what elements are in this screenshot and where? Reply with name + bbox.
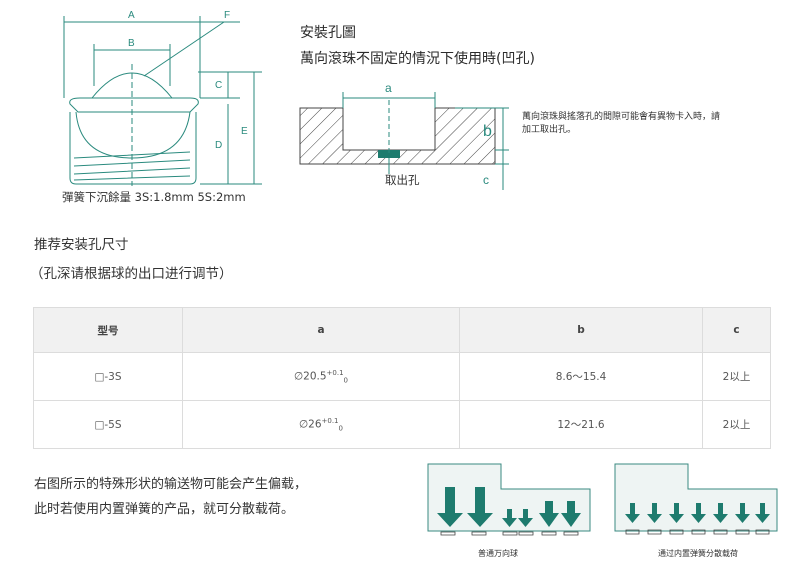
cell-model: □-5S — [33, 400, 183, 449]
dim-c-label: C — [215, 80, 222, 91]
col-header-a: a — [182, 307, 460, 353]
spring-ball-illustration — [614, 463, 778, 535]
install-subtitle: 萬向滾珠不固定的情況下使用時(凹孔) — [300, 51, 535, 67]
load-text: 右图所示的特殊形状的输送物可能会产生偏载， 此时若使用内置弹簧的产品，就可分散载… — [34, 477, 308, 517]
install-note: 萬向滾珠與搖落孔的間隙可能會有異物卡入時，請加工取出孔。 — [522, 112, 721, 135]
cell-c: 2以上 — [702, 352, 771, 401]
col-header-b: b — [459, 307, 703, 353]
cell-b: 8.6～15.4 — [459, 352, 703, 401]
dim-a-label: A — [128, 10, 135, 21]
install-title: 安裝孔圖 — [300, 25, 356, 41]
install-label-a: a — [385, 81, 392, 95]
col-header-c: c — [702, 307, 771, 353]
recommend-subtitle: （孔深请根据球的出口进行调节） — [30, 266, 233, 282]
standard-ball-illustration — [427, 463, 591, 536]
cell-b: 12～21.6 — [459, 400, 703, 449]
col-header-model: 型号 — [33, 307, 183, 353]
caption-spring: 通过内置弹簧分散载荷 — [658, 549, 738, 558]
ball-transfer-drawing: A B F C D E — [63, 10, 262, 186]
recommend-title: 推荐安装孔尺寸 — [34, 237, 129, 253]
extraction-hole-label: 取出孔 — [385, 173, 420, 187]
dim-d-label: D — [215, 140, 222, 151]
table-row: □-3S ∅20.5+0.10 8.6～15.4 2以上 — [33, 352, 771, 401]
dim-f-label: F — [224, 10, 230, 21]
cell-model: □-3S — [33, 352, 183, 401]
table-header-row: 型号 a b c — [33, 307, 771, 353]
cell-a: ∅26+0.10 — [182, 400, 460, 449]
caption-standard: 普通万向球 — [478, 549, 518, 558]
dim-e-label: E — [241, 126, 248, 137]
table-row: □-5S ∅26+0.10 12～21.6 2以上 — [33, 400, 771, 449]
hole-size-table: 型号 a b c □-3S ∅20.5+0.10 8.6～15.4 2以上 □-… — [33, 307, 771, 449]
cell-a: ∅20.5+0.10 — [182, 352, 460, 401]
install-hole-drawing: a b c — [299, 81, 509, 190]
cell-c: 2以上 — [702, 400, 771, 449]
dim-b-label: B — [128, 38, 135, 49]
spring-caption: 彈簧下沉餘量 3S:1.8mm 5S:2mm — [62, 190, 246, 204]
install-label-b: b — [483, 123, 492, 140]
install-label-c: c — [483, 173, 489, 187]
